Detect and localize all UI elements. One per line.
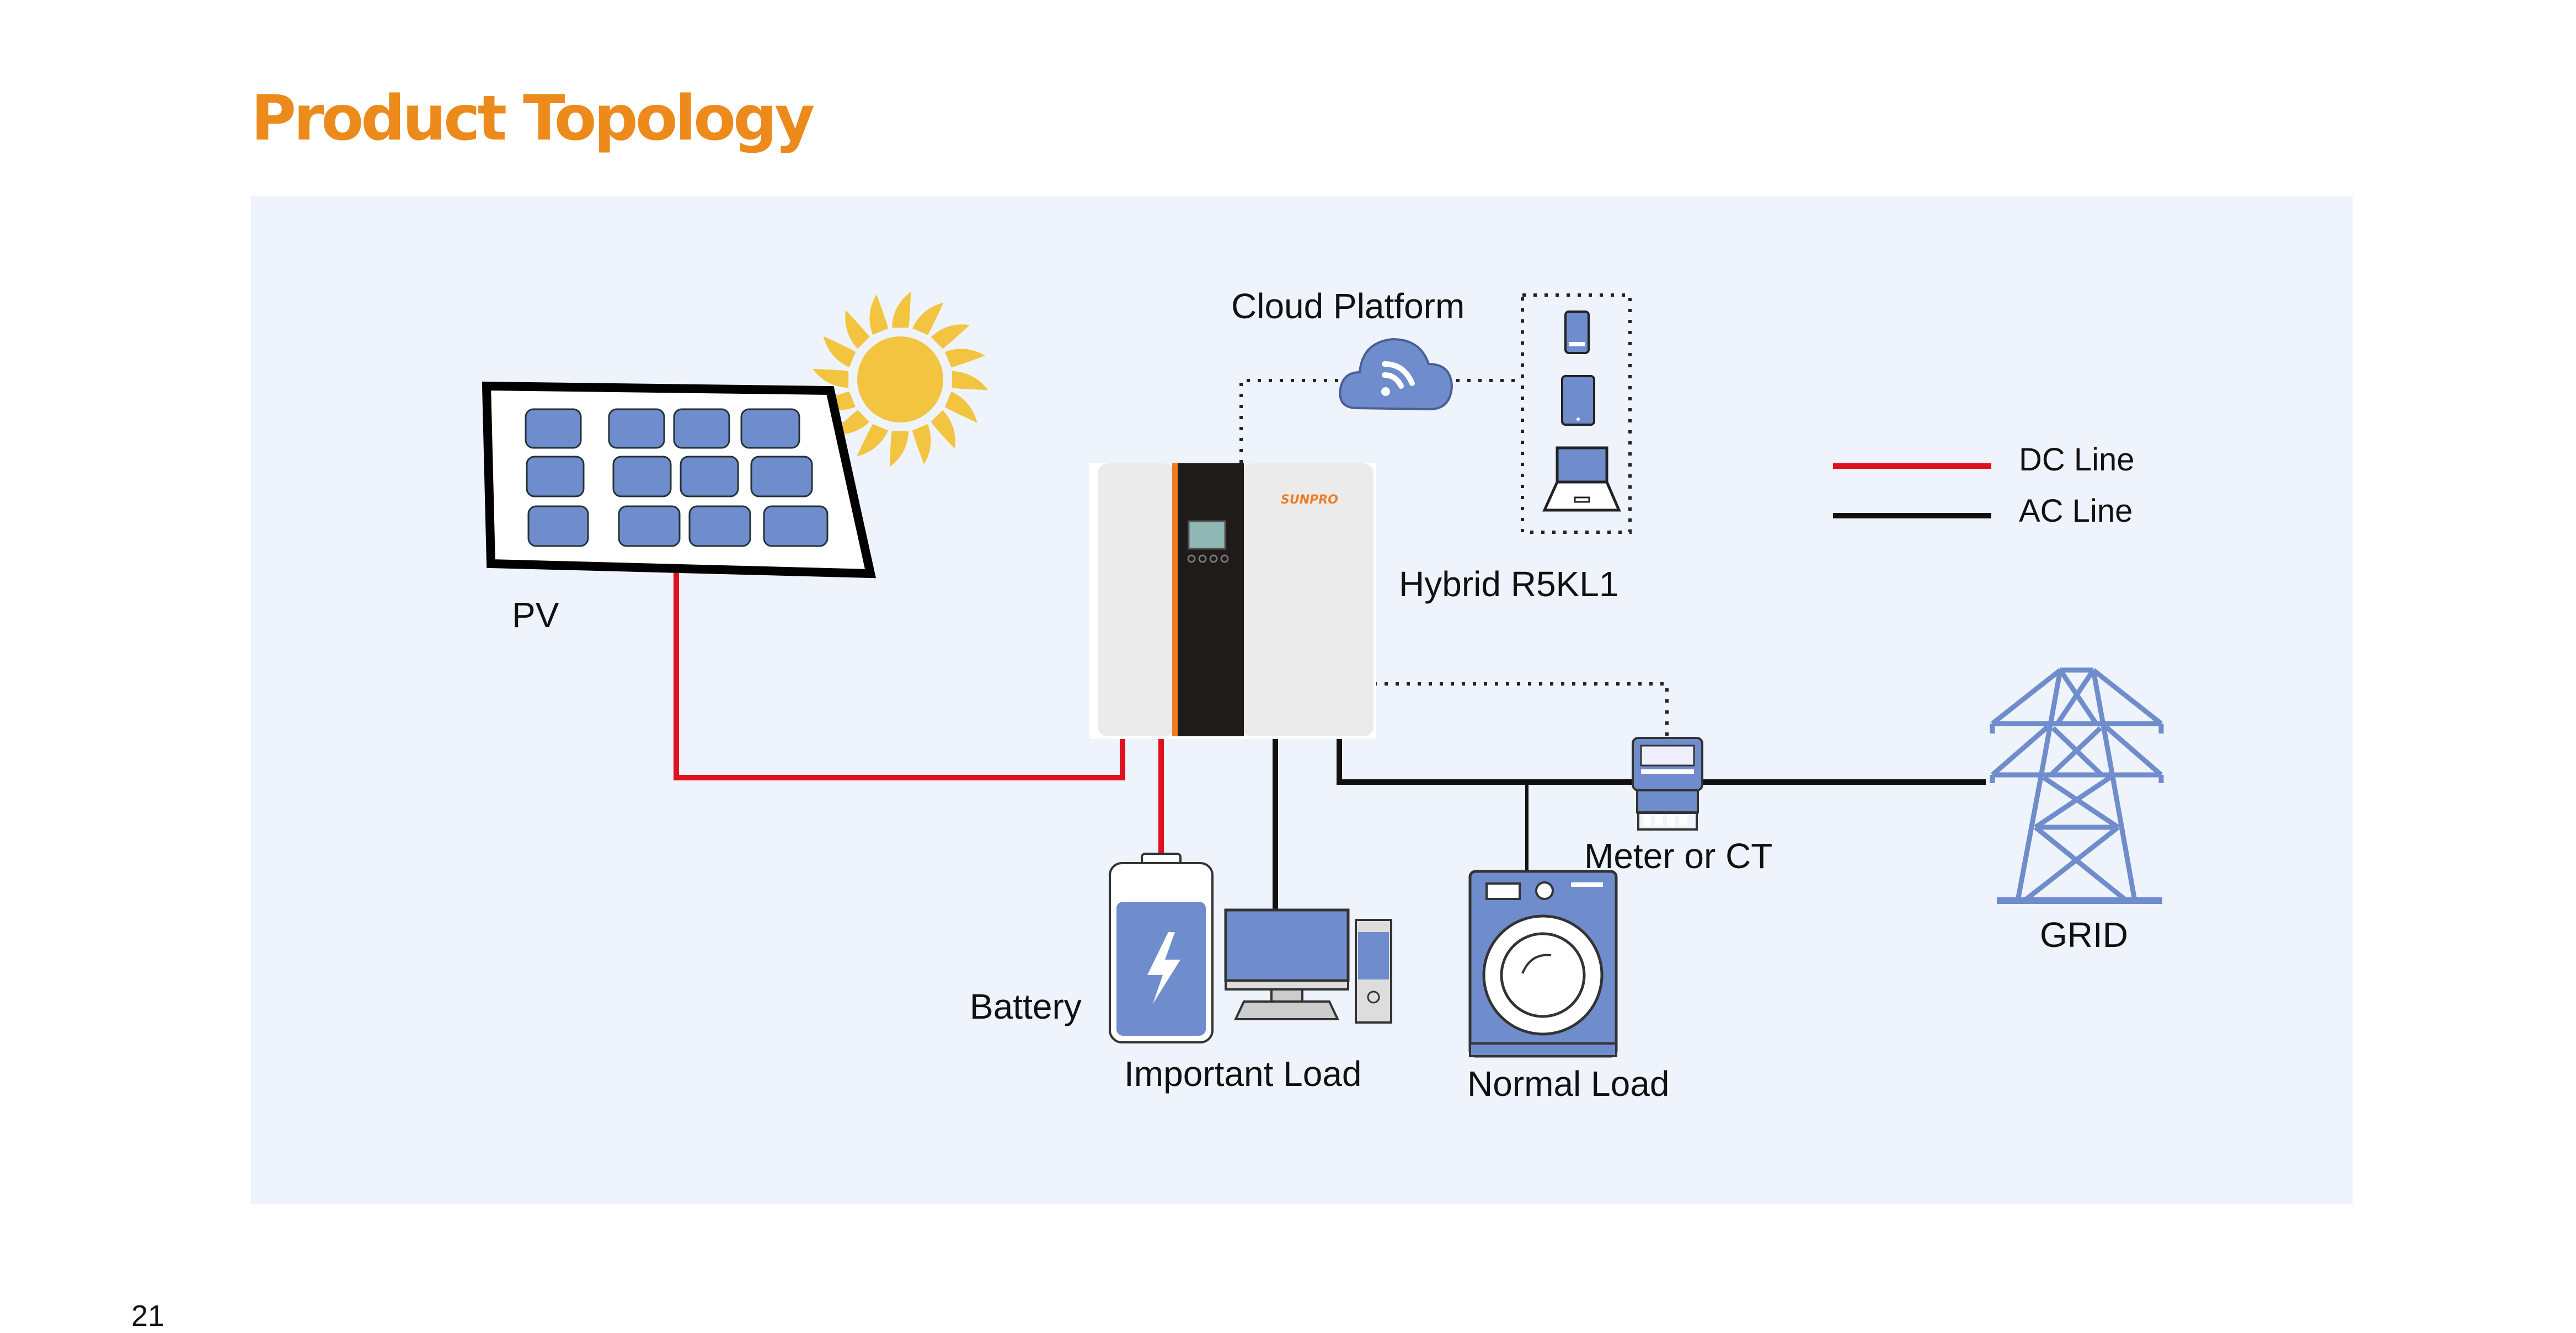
desktop-computer-icon [1224,908,1392,1024]
inverter-brand: SUNPRO [1281,493,1338,507]
sun-ray [952,371,988,390]
grid-label: GRID [2040,915,2128,955]
transmission-tower-icon [1990,667,2164,904]
sun-ray [889,431,909,467]
cloud-wifi-icon [1339,338,1453,411]
sun-ray [845,310,870,349]
phone-icon [1564,311,1590,354]
page-title: Product Topology [251,83,815,154]
solar-panel-icon [482,381,877,579]
sun-ray [931,410,955,449]
dc-lines [674,568,1164,858]
pv-label: PV [512,595,559,635]
dc-line-pv [674,568,1125,780]
sun-ray [857,424,889,457]
sun-ray [823,336,856,368]
legend-ac-label: AC Line [2019,493,2133,529]
cloud-platform-label: Cloud Platform [1231,286,1465,326]
ac-lines [1273,736,1986,910]
battery-icon [1109,853,1214,1043]
meter-label: Meter or CT [1584,836,1773,876]
sun-icon [813,292,988,467]
sun-ray [813,368,849,388]
inverter-icon: SUNPRO [1089,463,1376,739]
battery-label: Battery [970,987,1082,1026]
sun-ray [931,324,970,349]
legend-dc-label: DC Line [2019,442,2135,478]
ac-line-grid [1337,736,1986,785]
sun-ray [891,292,911,328]
normal-load-label: Normal Load [1467,1064,1670,1104]
comm-link-inverter-cloud [1239,379,1346,463]
sun-ray [869,294,889,335]
page-number: 21 [131,1299,165,1332]
sun-ray [944,349,986,368]
sun-ray [912,302,944,335]
devices-box [1521,293,1632,534]
washing-machine-icon [1468,870,1618,1058]
sun-ray [912,424,931,465]
meter-icon [1632,737,1703,831]
comm-links [1239,379,1669,736]
important-load-label: Important Load [1124,1054,1362,1094]
laptop-icon [1542,446,1621,512]
tablet-icon [1561,375,1595,426]
inverter-label: Hybrid R5KL1 [1399,564,1619,604]
comm-link-inverter-meter [1373,682,1669,736]
sun-ray [944,391,977,423]
